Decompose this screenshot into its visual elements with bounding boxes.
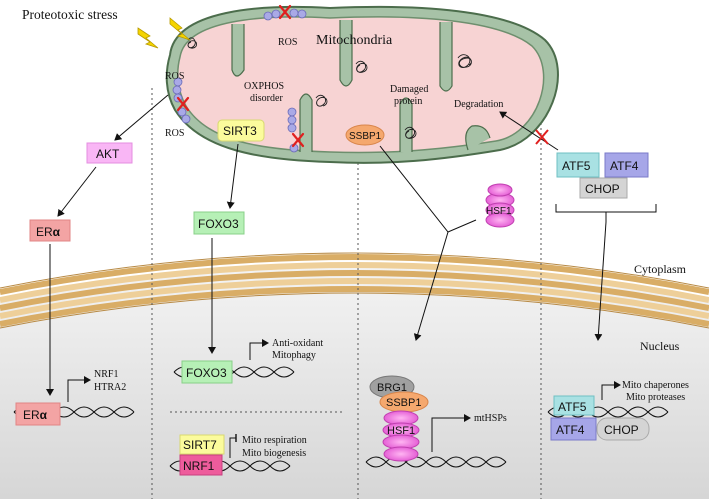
atf5-nuc-label: ATF5 [558,400,587,414]
damaged-label: Damaged [390,84,428,95]
damaged-protein-icons [187,37,472,139]
akt-label: AKT [96,147,120,161]
nucleus-label: Nucleus [640,339,680,353]
eralpha-nuc-label: ERα [23,408,48,422]
atf-target-1: Mito chaperones [622,380,689,391]
atf-target-2: Mito proteases [626,392,685,403]
sirt3-box [217,119,265,142]
nrf1-label: NRF1 [183,459,215,473]
ssbp1-nuc-label: SSBP1 [386,397,421,409]
nucleus-region [0,265,709,499]
chop-nuc-box [596,417,650,441]
ssbp1-mito-label: SSBP1 [349,131,382,142]
title-proteotoxic-stress: Proteotoxic stress [22,7,118,22]
foxo3-cyto-box [193,211,245,235]
hsf1-nuc-trimer [382,410,420,462]
foxo3-target-2: Mitophagy [272,350,316,361]
eralpha-cyto-label: ERα [36,225,61,239]
atf5-cyto-label: ATF5 [562,159,591,173]
ros-label-left-2: ROS [165,128,184,139]
sirt7-box [179,434,225,455]
inhibition-x-icon [535,129,549,145]
sirt7-target-2: Mito biogenesis [242,448,306,459]
hsf1-target: mtHSPs [474,413,507,424]
damage-x-marks [176,4,305,148]
oxphos-label: OXPHOS [244,81,284,92]
foxo3-nuc-box [181,360,233,384]
lightning-icon [137,17,191,49]
atf5-nuc-box [553,395,595,416]
atf4-nuc-box [550,417,597,441]
chop-cyto-label: CHOP [585,182,620,196]
er-target-2: HTRA2 [94,382,126,393]
ros-label-left-1: ROS [165,71,184,82]
column-separators [151,88,542,499]
cytoplasm-label: Cytoplasm [634,262,687,276]
disorder-label: disorder [250,93,283,104]
chop-nuc-label: CHOP [604,423,639,437]
brg1-label: BRG1 [377,382,407,394]
ros-label-top: ROS [278,37,297,48]
atf4-cyto-box [604,152,649,178]
hsf1-cyto-trimer [485,183,515,228]
protein-label: protein [394,96,422,107]
sirt7-target-1: Mito respiration [242,435,307,446]
atf5-cyto-box [556,152,600,178]
hsf1-cyto-label: HSF1 [486,206,512,217]
er-target-1: NRF1 [94,369,118,380]
mitochondrion [165,5,559,164]
atf4-nuc-label: ATF4 [556,423,585,437]
foxo3-nuc-label: FOXO3 [186,366,227,380]
nrf1-box [179,454,223,476]
degradation-label: Degradation [454,99,503,110]
akt-box [86,142,133,164]
foxo3-cyto-label: FOXO3 [198,217,239,231]
sirt3-label: SIRT3 [223,124,257,138]
sirt7-label: SIRT7 [183,438,217,452]
chop-cyto-box [579,177,628,199]
mitochondria-label: Mitochondria [316,33,393,48]
eralpha-nuc-box [15,402,61,426]
ssbp1-mito-ellipse [345,124,385,146]
nuclear-envelope [0,252,709,329]
hsf1-nuc-label: HSF1 [387,425,415,437]
foxo3-target-1: Anti-oxidant [272,338,323,349]
eralpha-cyto-box [29,219,71,242]
atf4-cyto-label: ATF4 [610,159,639,173]
